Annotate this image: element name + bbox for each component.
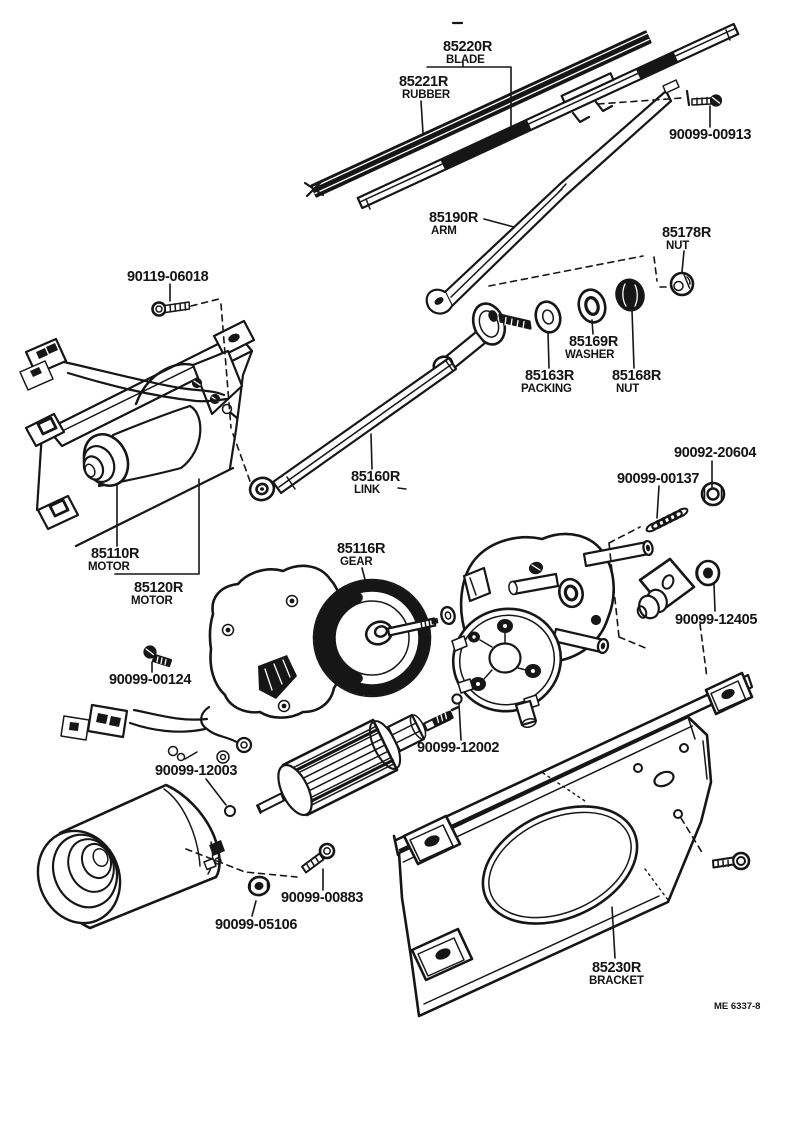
- label-packing-number: 85163R: [525, 368, 575, 384]
- wiper-rubber-strip: [303, 21, 652, 198]
- label-rubber-name: RUBBER: [402, 89, 451, 101]
- mounting-bracket: [392, 671, 754, 1018]
- wiper-link-rod: [248, 356, 458, 502]
- blade-pivot-screw: [685, 89, 723, 107]
- bracket-grommet: [695, 559, 721, 587]
- motor-armature: [224, 706, 459, 817]
- label-bracket-number: 85230R: [592, 960, 642, 976]
- wiper-arm: [425, 79, 680, 315]
- label-crank-nut: 90092-20604: [674, 445, 756, 461]
- assembly-dashed-lines: [185, 97, 708, 878]
- label-motor-lower-number: 85120R: [134, 580, 184, 596]
- label-arm-number: 85190R: [429, 210, 479, 226]
- crank-nut: [700, 481, 726, 507]
- label-washer-number: 85169R: [569, 334, 619, 350]
- label-cover-screw: 90099-00124: [109, 672, 191, 688]
- label-pivot-nut-number: 85168R: [612, 368, 662, 384]
- label-gear-name: GEAR: [340, 556, 373, 568]
- label-packing-name: PACKING: [521, 383, 572, 395]
- motor-yoke: [36, 783, 225, 930]
- pivot-fastener-row: [534, 271, 695, 334]
- diagram-line-art: [19, 21, 754, 1018]
- cover-screw: [143, 645, 173, 668]
- label-front-ring: 90099-12002: [417, 740, 499, 756]
- label-spring-screw: 90099-00137: [617, 471, 699, 487]
- diagram-code: ME 6337-8: [714, 1001, 760, 1012]
- label-link-number: 85160R: [351, 469, 401, 485]
- label-blade-number: 85220R: [443, 39, 493, 55]
- label-arm-nut-name: NUT: [666, 240, 689, 252]
- crank-fastener-group: [636, 481, 726, 620]
- part-labels: 85220R BLADE 85221R RUBBER 90099-00913 8…: [88, 39, 760, 1012]
- wiper-blade-frame: [356, 22, 740, 210]
- label-blade-name: BLADE: [446, 54, 485, 66]
- label-rubber-number: 85221R: [399, 74, 449, 90]
- brush-end-plate: [451, 607, 563, 729]
- clamp-bracket: [636, 557, 696, 620]
- yoke-screw: [301, 842, 336, 874]
- label-motor-upper-name: MOTOR: [88, 561, 130, 573]
- label-yoke-screw: 90099-00883: [281, 890, 363, 906]
- label-blade-screw: 90099-00913: [669, 127, 751, 143]
- spring-screw: [645, 507, 689, 533]
- label-motor-bolt: 90119-06018: [127, 269, 209, 285]
- label-bracket-name: BRACKET: [589, 975, 644, 987]
- label-gear-number: 85116R: [337, 541, 386, 557]
- worm-gear: [312, 578, 456, 698]
- gear-housing-cover: [60, 564, 346, 764]
- label-pivot-nut-name: NUT: [616, 383, 639, 395]
- label-leader-lines: [114, 61, 716, 959]
- label-washer-name: WASHER: [565, 349, 615, 361]
- label-arm-name: ARM: [431, 225, 457, 237]
- label-yoke-nut: 90099-05106: [215, 917, 297, 933]
- label-motor-upper-number: 85110R: [91, 546, 140, 562]
- wiper-motor-assembly: [19, 301, 256, 548]
- yoke-nut: [247, 875, 271, 897]
- label-motor-lower-name: MOTOR: [131, 595, 173, 607]
- label-arm-nut-number: 85178R: [662, 225, 712, 241]
- label-rear-ring: 90099-12003: [155, 763, 237, 779]
- label-grommet: 90099-12405: [675, 612, 757, 628]
- label-link-name: LINK: [354, 484, 381, 496]
